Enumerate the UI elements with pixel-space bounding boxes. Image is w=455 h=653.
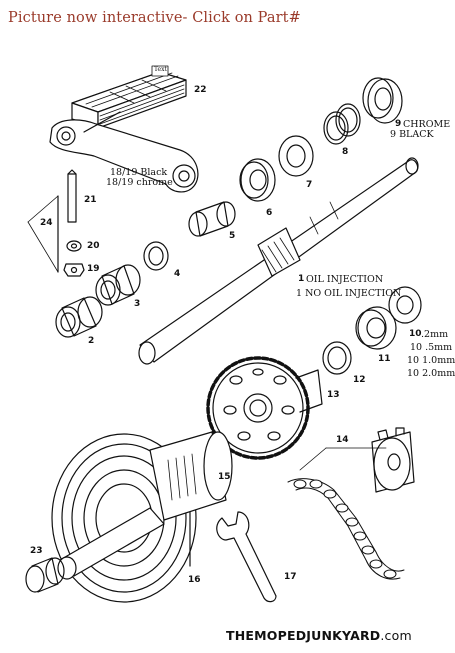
crank-arm-drawing[interactable]	[49, 111, 199, 193]
part-12-link[interactable]: 12	[353, 375, 366, 385]
bearing-11-drawing[interactable]	[355, 306, 397, 350]
part-17-link[interactable]: 17	[284, 572, 297, 582]
crank-arm-chrome-note: 18/19 chrome	[106, 177, 173, 188]
seal-8-drawing[interactable]	[323, 103, 361, 145]
part-10-link[interactable]: 10	[409, 329, 422, 339]
part-5-link[interactable]: 5	[229, 231, 236, 241]
cotter-pin-drawing[interactable]	[57, 169, 85, 277]
pedal-tag: Text	[154, 66, 167, 73]
part-9-black-note: 9 BLACK	[390, 129, 434, 140]
part-9-chrome-note: CHROME	[403, 119, 451, 130]
ring-12-drawing[interactable]	[322, 341, 352, 375]
part-7-link[interactable]: 7	[306, 180, 313, 190]
part-20-link[interactable]: 20	[87, 241, 100, 251]
needle-bearing-3-drawing[interactable]	[95, 264, 141, 306]
drive-sprocket-drawing[interactable]	[371, 427, 415, 493]
oil-injection-note: OIL INJECTION	[306, 274, 384, 285]
site-brand-link[interactable]: THEMOPEDJUNKYARD.com	[226, 628, 412, 643]
brand-suffix: .com	[380, 628, 412, 643]
pedal-drawing[interactable]	[71, 65, 187, 129]
bushing-5-drawing[interactable]	[188, 201, 236, 237]
part-9-link[interactable]: 9	[395, 119, 402, 129]
crank-arm-black-note: 18/19 Black	[110, 167, 168, 178]
part-11-link[interactable]: 11	[378, 354, 391, 364]
part-13-link[interactable]: 13	[327, 390, 340, 400]
bearing-9-drawing[interactable]	[362, 77, 403, 124]
part-8-link[interactable]: 8	[342, 147, 349, 157]
crankshaft-drawing[interactable]	[138, 157, 419, 365]
part-2-link[interactable]: 2	[88, 336, 95, 346]
part-14-link[interactable]: 14	[336, 435, 349, 445]
spacer-23-drawing[interactable]	[25, 557, 65, 593]
ring-4-drawing[interactable]	[143, 241, 169, 271]
part-15-link[interactable]: 15	[218, 472, 231, 482]
shim-10-drawing[interactable]	[388, 286, 422, 324]
part-4-link[interactable]: 4	[174, 269, 181, 279]
brand-name: THEMOPEDJUNKYARD	[226, 628, 381, 643]
part-6-link[interactable]: 6	[266, 208, 273, 218]
shim-0-5mm-note: 10 .5mm	[410, 342, 453, 353]
spanner-17-drawing[interactable]	[216, 511, 277, 603]
part-24-link[interactable]: 24	[40, 218, 53, 228]
part-3-link[interactable]: 3	[134, 299, 141, 309]
needle-bearing-2-drawing[interactable]	[55, 296, 103, 338]
bearing-6-drawing[interactable]	[239, 158, 276, 202]
chain-14-drawing[interactable]	[287, 478, 405, 580]
part-16-link[interactable]: 16	[188, 575, 201, 585]
part-22-link[interactable]: 22	[194, 85, 207, 95]
shim-1-0mm-note: 10 1.0mm	[407, 355, 455, 366]
part-23-link[interactable]: 23	[30, 546, 43, 556]
hub-15-drawing[interactable]	[57, 431, 233, 580]
part-1-link[interactable]: 1	[298, 274, 305, 284]
part-19-link[interactable]: 19	[87, 264, 100, 274]
no-oil-injection-note: 1 NO OIL INJECTION	[296, 288, 402, 299]
shim-2-0mm-note: 10 2.0mm	[407, 368, 455, 379]
page-title: Picture now interactive- Click on Part#	[8, 10, 301, 26]
ring-7-drawing[interactable]	[278, 135, 314, 177]
shim-0-2mm-note: .2mm	[421, 329, 449, 340]
part-21-link[interactable]: 21	[84, 195, 97, 205]
sprocket-13-drawing[interactable]	[206, 356, 323, 460]
